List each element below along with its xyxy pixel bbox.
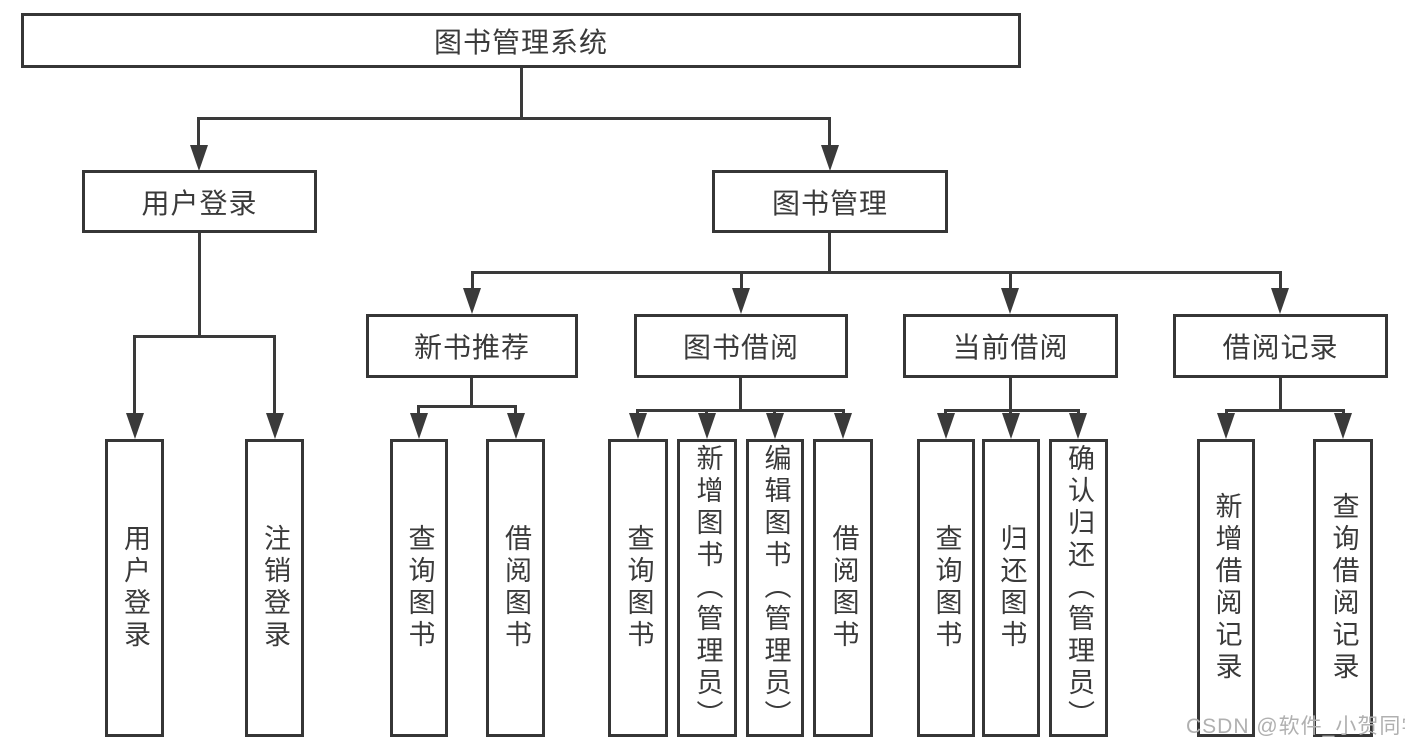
connector-arrowhead xyxy=(463,288,481,314)
node-book-borrowing-label: 图书借阅 xyxy=(682,332,799,363)
node-book-management-label: 图书管理 xyxy=(771,187,888,219)
connector-arrowhead xyxy=(834,413,852,439)
connector-arrowhead xyxy=(266,413,284,439)
connector-line xyxy=(133,335,276,338)
connector-line xyxy=(197,117,831,120)
node-user-login-label: 用户登录 xyxy=(141,187,258,219)
leaf-edit-books-admin-label: 编辑图书（管理员） xyxy=(760,444,791,732)
node-new-book-recommend: 新书推荐 xyxy=(366,314,578,378)
connector-line xyxy=(1225,409,1345,412)
connector-arrowhead xyxy=(1334,413,1352,439)
leaf-add-borrow-record: 新增借阅记录 xyxy=(1197,439,1255,737)
connector-line xyxy=(636,409,845,412)
connector-line xyxy=(1009,271,1012,291)
connector-line xyxy=(514,405,517,417)
connector-line xyxy=(417,405,420,417)
connector-arrowhead xyxy=(1002,413,1020,439)
connector-line xyxy=(471,271,1282,274)
leaf-query-books-current: 查询图书 xyxy=(917,439,975,737)
leaf-add-books-admin-label: 新增图书（管理员） xyxy=(692,444,723,732)
leaf-logout-label: 注销登录 xyxy=(260,524,290,652)
connector-line xyxy=(470,378,473,407)
connector-line xyxy=(417,405,517,408)
leaf-logout: 注销登录 xyxy=(245,439,304,737)
leaf-query-books-recommend-label: 查询图书 xyxy=(404,524,435,652)
connector-arrowhead xyxy=(507,413,525,439)
node-root: 图书管理系统 xyxy=(21,13,1021,68)
leaf-edit-books-admin: 编辑图书（管理员） xyxy=(746,439,804,737)
node-borrowing-records-label: 借阅记录 xyxy=(1222,332,1339,363)
leaf-query-books-recommend: 查询图书 xyxy=(390,439,448,737)
connector-arrowhead xyxy=(1271,288,1289,314)
leaf-query-books-borrowing-label: 查询图书 xyxy=(623,524,654,652)
leaf-user-login-label: 用户登录 xyxy=(120,524,150,652)
csdn-watermark: CSDN @软件_小贺同学 xyxy=(1186,715,1405,738)
connector-line xyxy=(1279,378,1282,412)
node-current-borrowing-label: 当前借阅 xyxy=(952,332,1069,363)
leaf-confirm-return-admin-label: 确认归还（管理员） xyxy=(1064,444,1094,732)
connector-arrowhead xyxy=(190,145,208,171)
leaf-borrow-books-recommend-label: 借阅图书 xyxy=(501,524,531,652)
leaf-return-books: 归还图书 xyxy=(982,439,1040,737)
connector-line xyxy=(197,117,200,149)
connector-line xyxy=(1279,271,1282,291)
connector-line xyxy=(828,117,831,149)
connector-line xyxy=(520,68,523,120)
connector-line xyxy=(198,233,201,338)
leaf-query-books-current-label: 查询图书 xyxy=(931,524,962,652)
leaf-user-login: 用户登录 xyxy=(105,439,164,737)
connector-arrowhead xyxy=(698,413,716,439)
leaf-borrow-books: 借阅图书 xyxy=(813,439,873,737)
connector-line xyxy=(133,335,136,416)
connector-arrowhead xyxy=(732,288,750,314)
leaf-confirm-return-admin: 确认归还（管理员） xyxy=(1049,439,1108,737)
connector-arrowhead xyxy=(1217,413,1235,439)
node-book-management: 图书管理 xyxy=(712,170,948,233)
connector-line xyxy=(944,409,1080,412)
node-book-borrowing: 图书借阅 xyxy=(634,314,848,378)
connector-line xyxy=(1009,378,1012,412)
node-user-login: 用户登录 xyxy=(82,170,317,233)
leaf-query-borrow-record: 查询借阅记录 xyxy=(1313,439,1373,737)
leaf-borrow-books-recommend: 借阅图书 xyxy=(486,439,545,737)
connector-arrowhead xyxy=(766,413,784,439)
connector-arrowhead xyxy=(126,413,144,439)
leaf-add-books-admin: 新增图书（管理员） xyxy=(677,439,737,737)
connector-arrowhead xyxy=(821,145,839,171)
connector-line xyxy=(740,271,743,291)
leaf-query-books-borrowing: 查询图书 xyxy=(608,439,668,737)
leaf-return-books-label: 归还图书 xyxy=(996,524,1027,652)
connector-line xyxy=(828,233,831,273)
connector-arrowhead xyxy=(629,413,647,439)
connector-arrowhead xyxy=(937,413,955,439)
leaf-borrow-books-label: 借阅图书 xyxy=(828,524,859,652)
leaf-query-borrow-record-label: 查询借阅记录 xyxy=(1328,492,1359,684)
connector-line xyxy=(739,378,742,412)
node-borrowing-records: 借阅记录 xyxy=(1173,314,1388,378)
leaf-add-borrow-record-label: 新增借阅记录 xyxy=(1211,492,1242,684)
connector-line xyxy=(471,271,474,291)
connector-arrowhead xyxy=(1069,413,1087,439)
connector-line xyxy=(273,335,276,416)
connector-arrowhead xyxy=(1001,288,1019,314)
node-root-label: 图书管理系统 xyxy=(433,26,608,58)
node-new-book-recommend-label: 新书推荐 xyxy=(413,332,530,363)
node-current-borrowing: 当前借阅 xyxy=(903,314,1118,378)
connector-arrowhead xyxy=(410,413,428,439)
